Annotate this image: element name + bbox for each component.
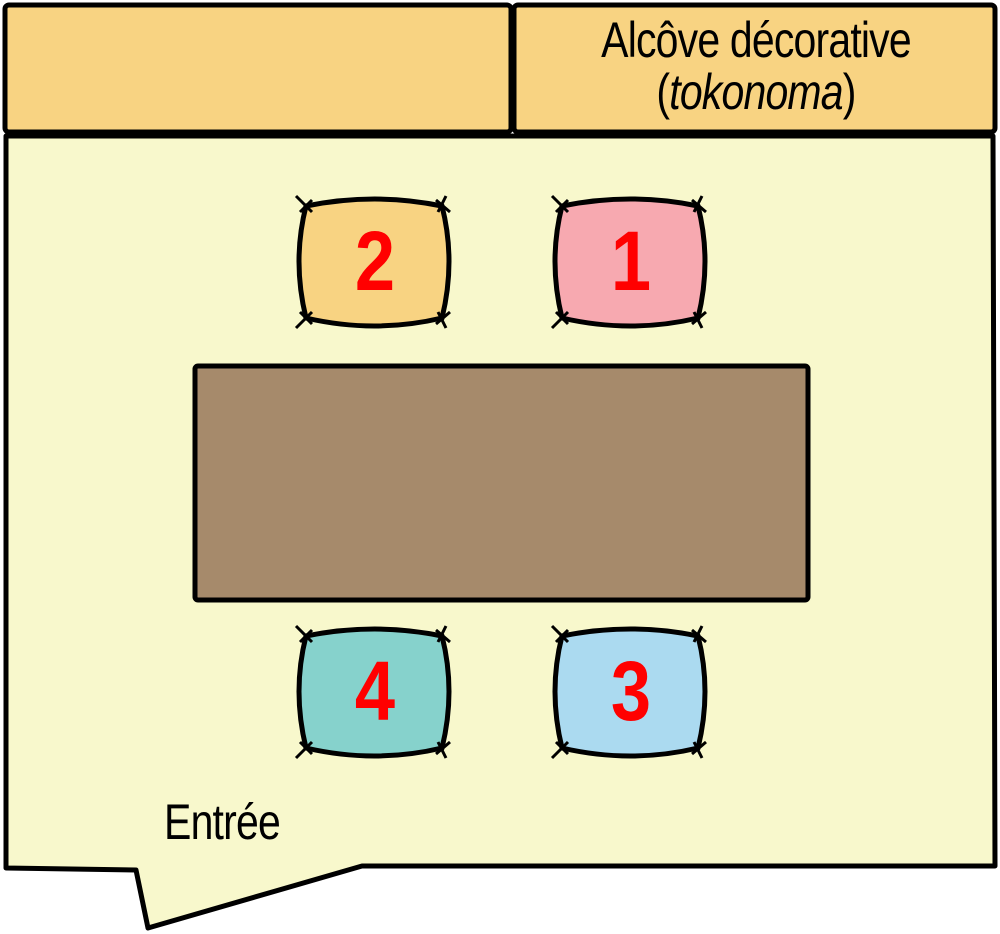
paren-open: ( <box>656 64 670 120</box>
entrance-label: Entrée <box>164 794 281 850</box>
cushion-3 <box>550 624 708 760</box>
cushion-4-number: 4 <box>354 644 396 738</box>
alcove-panel <box>511 2 998 135</box>
cushion-3-number: 3 <box>610 644 652 738</box>
cushion-1 <box>550 194 708 330</box>
alcove-label: Alcôve décorative (tokonoma) <box>556 14 956 118</box>
alcove-label-line2: (tokonoma) <box>556 66 956 118</box>
cushion-2-number: 2 <box>354 214 396 308</box>
paren-close: ) <box>842 64 857 120</box>
cushion-4 <box>294 624 452 760</box>
cushion-1-number: 1 <box>610 214 652 308</box>
top-left-panel <box>2 2 514 135</box>
cushion-2 <box>294 194 452 330</box>
low-table <box>192 363 811 603</box>
alcove-label-line1: Alcôve décorative <box>601 12 911 68</box>
alcove-term-italic: tokonoma <box>669 64 843 120</box>
